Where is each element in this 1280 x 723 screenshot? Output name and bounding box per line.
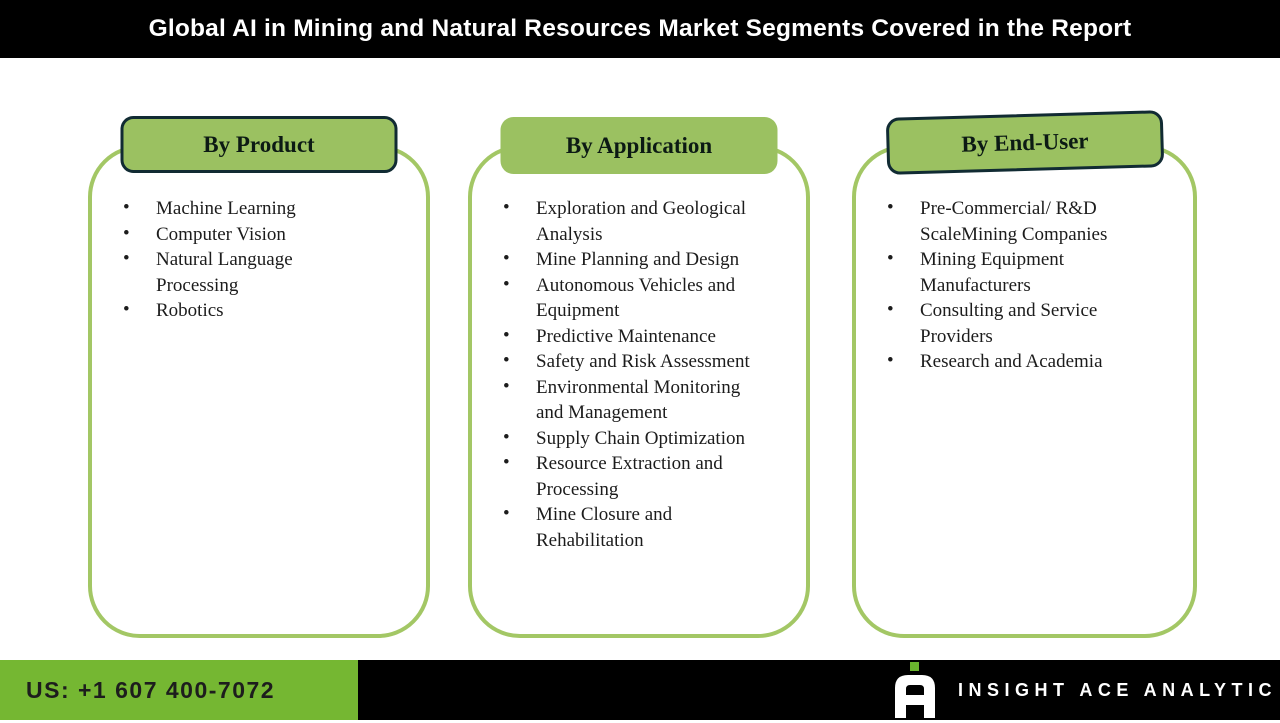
list-item: • Research and Academia: [856, 349, 1193, 375]
list-item-text: Mine Planning and Design: [536, 249, 740, 270]
bullet-icon: •: [503, 324, 510, 346]
list-item: • Consulting and Service Providers: [856, 298, 1193, 349]
list-item-text: Mine Closure and Rehabilitation: [536, 504, 673, 551]
list-item-text: Autonomous Vehicles and Equipment: [536, 274, 736, 322]
bullet-icon: •: [123, 299, 130, 320]
bullet-icon: •: [503, 273, 510, 295]
list-item: • Machine Learning: [92, 196, 426, 222]
bullet-icon: •: [503, 350, 510, 371]
segment-header-label: By End-User: [960, 127, 1089, 157]
list-item: • Exploration and Geological Analysis: [472, 196, 806, 247]
list-item: • Pre-Commercial/ R&D ScaleMining Compani…: [856, 196, 1193, 247]
list-item-text: Natural Language Processing: [156, 249, 293, 296]
segment-header-chip: By Product: [120, 116, 398, 173]
title-bar: Global AI in Mining and Natural Resource…: [0, 0, 1280, 58]
bullet-icon: •: [503, 503, 510, 524]
bullet-icon: •: [503, 426, 510, 448]
list-item: • Mine Closure and Rehabilitation: [472, 502, 806, 553]
list-item: • Predictive Maintenance: [472, 324, 806, 350]
list-item: • Robotics: [92, 298, 426, 324]
list-item-text: Exploration and Geological Analysis: [536, 198, 746, 245]
list-item-text: Mining Equipment Manufacturers: [920, 249, 1065, 296]
list-item: • Environmental Monitoring and Management: [472, 375, 806, 426]
segment-item-list: • Machine Learning • Computer Vision • Natura…: [92, 196, 426, 324]
list-item-text: Predictive Maintenance: [536, 325, 716, 347]
segment-header-label: By Product: [203, 131, 315, 157]
segment-panel: By Application • Exploration and Geologic…: [468, 117, 810, 638]
list-item: • Natural Language Processing: [92, 247, 426, 298]
list-item: • Autonomous Vehicles and Equipment: [472, 273, 806, 324]
list-item-text: Safety and Risk Assessment: [536, 351, 750, 372]
list-item-text: Machine Learning: [156, 198, 296, 219]
page-title: Global AI in Mining and Natural Resource…: [148, 15, 1132, 42]
bullet-icon: •: [503, 197, 510, 218]
bullet-icon: •: [887, 197, 894, 218]
segment-item-list: • Pre-Commercial/ R&D ScaleMining Compani…: [856, 196, 1193, 375]
list-item-text: Pre-Commercial/ R&D ScaleMining Companie…: [920, 198, 1108, 245]
segment-panel: By Product • Machine Learning • Computer Vi…: [88, 116, 430, 638]
brand-name: INSIGHT ACE ANALYTIC: [958, 679, 1278, 700]
bullet-icon: •: [123, 197, 130, 218]
segment-panel: By End-User • Pre-Commercial/ R&D ScaleMi…: [852, 110, 1197, 638]
list-item: • Supply Chain Optimization: [472, 426, 806, 452]
bullet-icon: •: [123, 248, 130, 269]
list-item: • Mining Equipment Manufacturers: [856, 247, 1193, 298]
bullet-icon: •: [887, 299, 894, 320]
list-item-text: Computer Vision: [156, 223, 286, 245]
list-item-text: Resource Extraction and Processing: [536, 453, 723, 500]
bullet-icon: •: [123, 222, 130, 244]
segment-header-chip: By Application: [500, 117, 778, 174]
segment-header-label: By Application: [565, 132, 713, 158]
bullet-icon: •: [887, 350, 894, 371]
list-item-text: Supply Chain Optimization: [536, 427, 745, 449]
bullet-icon: •: [503, 248, 510, 269]
list-item-text: Robotics: [156, 300, 224, 321]
list-item-text: Research and Academia: [920, 351, 1103, 372]
list-item-text: Environmental Monitoring and Management: [536, 376, 741, 424]
segment-item-list: • Exploration and Geological Analysis • Min…: [472, 196, 806, 553]
bullet-icon: •: [503, 452, 510, 473]
bullet-icon: •: [887, 248, 894, 269]
footer-phone-box: US: +1 607 400-7072: [0, 660, 358, 720]
list-item: • Mine Planning and Design: [472, 247, 806, 273]
list-item: • Computer Vision: [92, 222, 426, 248]
list-item: • Safety and Risk Assessment: [472, 349, 806, 375]
insight-ace-logo-icon: [893, 662, 939, 718]
segment-header-chip: By End-User: [885, 110, 1164, 175]
list-item: • Resource Extraction and Processing: [472, 451, 806, 502]
bullet-icon: •: [503, 375, 510, 397]
phone-number: US: +1 607 400-7072: [26, 676, 276, 703]
list-item-text: Consulting and Service Providers: [920, 300, 1098, 347]
